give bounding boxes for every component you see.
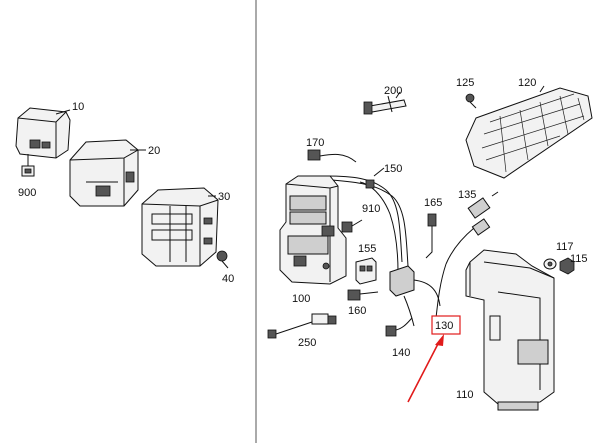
part-10-illustration[interactable]: [15, 107, 71, 159]
label-115: 115: [570, 253, 588, 265]
wiring-connector: [389, 265, 441, 327]
label-160: 160: [348, 305, 366, 317]
part-200-illustration[interactable]: [363, 95, 407, 115]
highlight-arrowhead: [435, 334, 444, 346]
label-20: 20: [148, 145, 160, 157]
label-125: 125: [456, 77, 474, 89]
label-130: 130: [435, 320, 453, 332]
label-10: 10: [72, 101, 84, 113]
part-160-illustration[interactable]: [347, 289, 379, 301]
part-165-illustration[interactable]: [425, 213, 437, 259]
part-125-illustration[interactable]: [465, 93, 477, 109]
part-170-illustration[interactable]: [307, 149, 357, 163]
label-170: 170: [306, 137, 324, 149]
part-120-illustration[interactable]: [465, 87, 593, 179]
part-30-illustration[interactable]: [141, 187, 219, 267]
label-40: 40: [222, 273, 234, 285]
part-140-illustration[interactable]: [385, 317, 413, 337]
part-910-illustration[interactable]: [341, 219, 363, 233]
label-140: 140: [392, 347, 410, 359]
part-40-illustration[interactable]: [216, 250, 229, 269]
label-200: 200: [384, 85, 402, 97]
label-900: 900: [18, 187, 36, 199]
part-900-illustration[interactable]: [21, 154, 35, 177]
part-155-illustration[interactable]: [355, 257, 377, 285]
label-250: 250: [298, 337, 316, 349]
label-117: 117: [556, 241, 574, 253]
part-150-illustration[interactable]: [325, 175, 409, 273]
label-135: 135: [458, 189, 476, 201]
label-150: 150: [384, 163, 402, 175]
part-250-illustration[interactable]: [267, 313, 337, 339]
part-110-illustration[interactable]: [465, 249, 555, 411]
part-117-illustration[interactable]: [543, 258, 557, 270]
label-165: 165: [424, 197, 442, 209]
highlight-box-130: [431, 315, 461, 335]
part-130-illustration[interactable]: [435, 263, 447, 319]
label-30: 30: [218, 191, 230, 203]
label-910: 910: [362, 203, 380, 215]
label-110: 110: [456, 389, 474, 401]
label-100: 100: [292, 293, 310, 305]
highlight-arrow: [407, 339, 441, 403]
part-20-illustration[interactable]: [69, 139, 139, 207]
part-135-illustration[interactable]: [445, 191, 499, 265]
label-120: 120: [518, 77, 536, 89]
part-115-illustration[interactable]: [559, 257, 575, 275]
part-100-illustration[interactable]: [279, 175, 347, 285]
label-155: 155: [358, 243, 376, 255]
